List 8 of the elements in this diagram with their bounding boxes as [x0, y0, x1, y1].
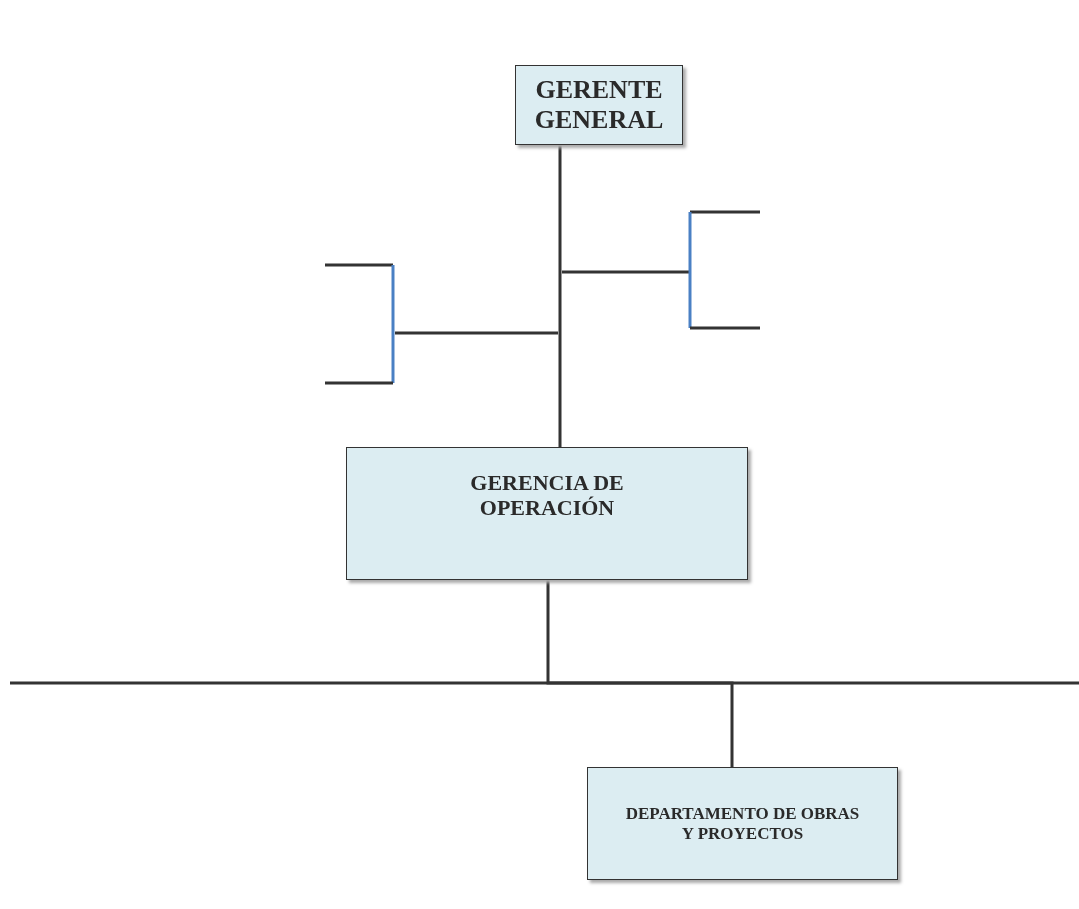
box-title: GERENCIA DE OPERACIÓN [469, 470, 625, 521]
connector-line [546, 580, 734, 767]
connector-line [558, 145, 562, 447]
box-title: GERENTE GENERAL [533, 75, 665, 135]
org-box [515, 65, 683, 145]
org-box [587, 767, 898, 880]
box-title: DEPARTAMENTO DE OBRAS Y PROYECTOS [624, 803, 861, 844]
org-box [346, 447, 748, 580]
